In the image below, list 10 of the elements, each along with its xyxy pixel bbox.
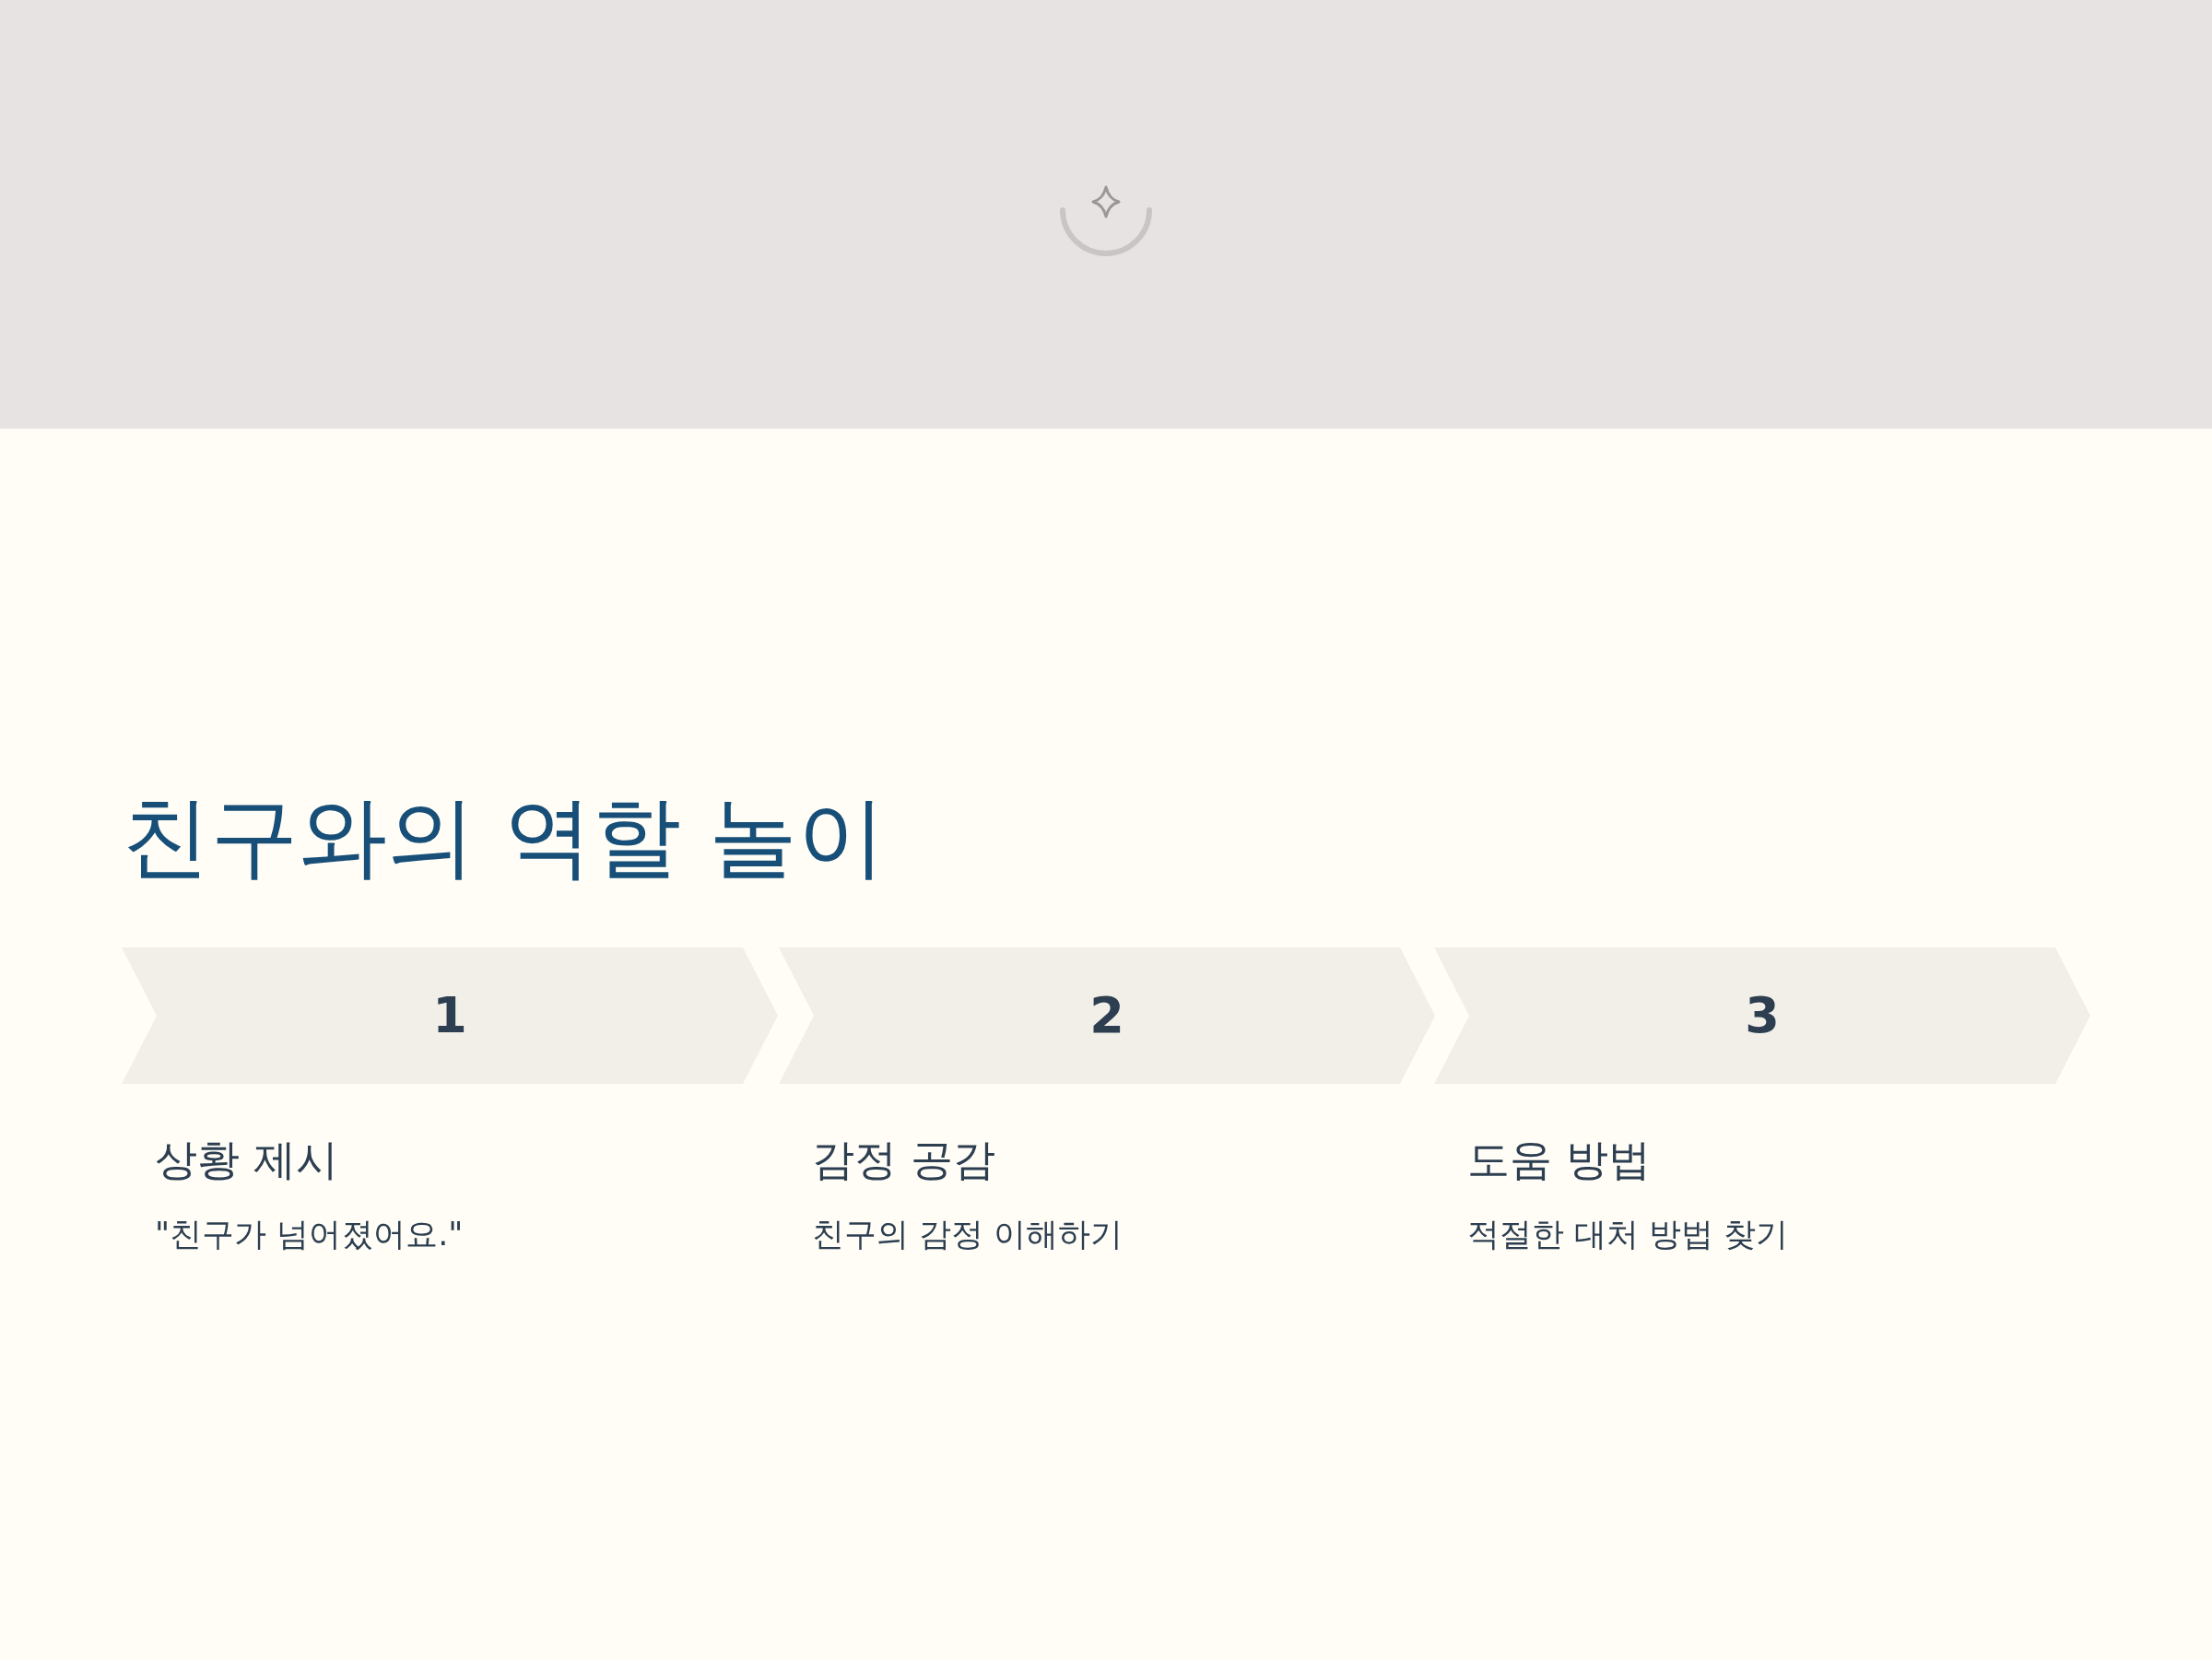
step-description: 친구의 감정 이해하기 xyxy=(812,1215,1124,1254)
slide-title: 친구와의 역할 놀이 xyxy=(122,784,887,890)
step-number: 3 xyxy=(1745,986,1780,1044)
step-heading: 감정 공감 xyxy=(812,1134,995,1186)
step-description: 적절한 대처 방법 찾기 xyxy=(1467,1215,1789,1254)
step-heading: 도움 방법 xyxy=(1467,1134,1651,1186)
step-number: 1 xyxy=(432,986,467,1044)
step-heading: 상황 제시 xyxy=(155,1134,338,1186)
step-number: 2 xyxy=(1089,986,1124,1044)
step-description: "친구가 넘어졌어요." xyxy=(155,1215,464,1254)
